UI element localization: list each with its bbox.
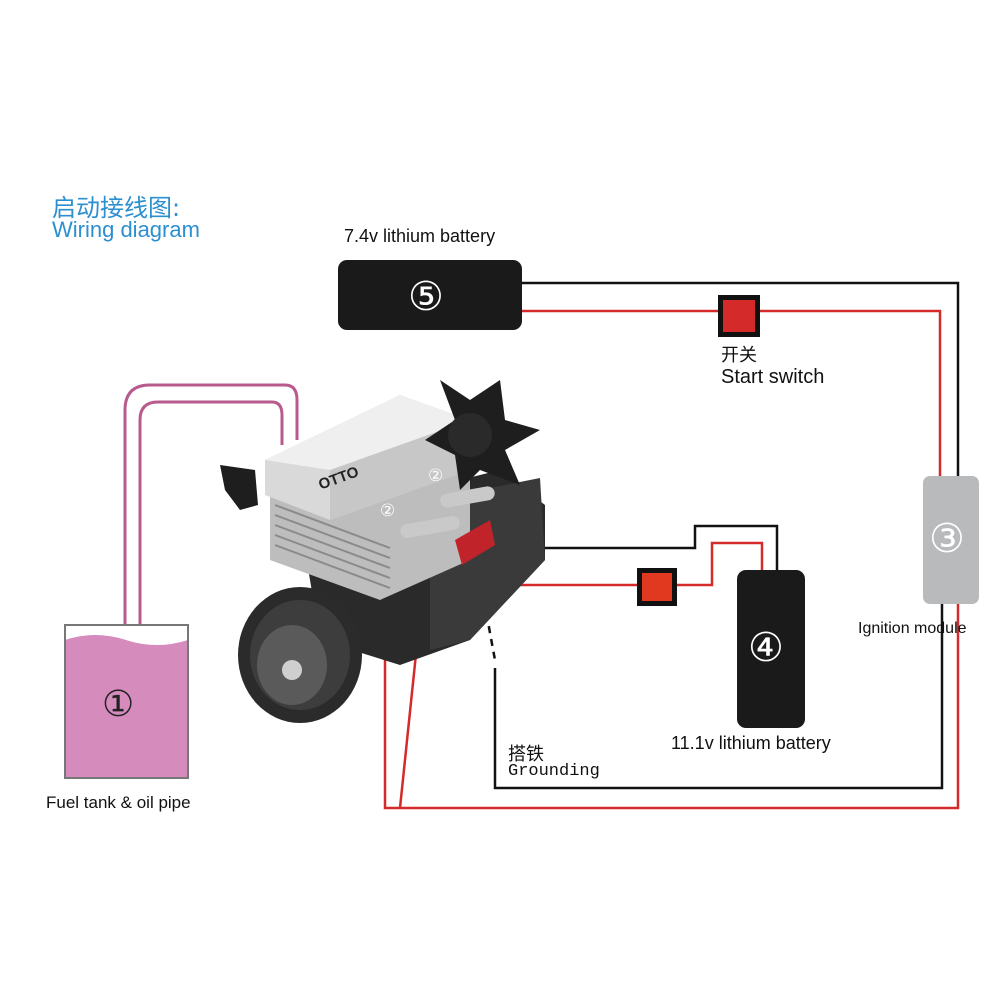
grounding-label-en: Grounding xyxy=(508,762,600,781)
fuel-pipe-outer xyxy=(123,383,299,630)
engine xyxy=(220,380,545,723)
fuel-tank-label: Fuel tank & oil pipe xyxy=(46,793,191,812)
engine-port-b-number: ② xyxy=(428,466,444,486)
start-switch-label-en: Start switch xyxy=(721,366,825,388)
fuel-tank-number: ① xyxy=(102,684,135,725)
wire-black-7v xyxy=(520,281,960,478)
wire-black-11v xyxy=(530,524,779,572)
battery-7v-number: ⑤ xyxy=(408,274,444,320)
battery-7v-label: 7.4v lithium battery xyxy=(344,226,496,246)
wire-red-bottom xyxy=(383,525,960,810)
wire-grounding xyxy=(493,604,944,790)
battery-11v xyxy=(737,570,805,728)
ignition-module-label: Ignition module xyxy=(858,620,967,637)
title-chinese: 启动接线图: xyxy=(52,194,181,222)
battery-7v xyxy=(338,260,522,330)
wire-red-11v xyxy=(500,541,764,587)
battery-11v-label: 11.1v lithium battery xyxy=(671,733,831,753)
grounding-label-cn: 搭铁 xyxy=(508,744,544,765)
battery-11v-number: ④ xyxy=(748,625,784,671)
start-switch-label-cn: 开关 xyxy=(721,345,757,366)
wire-red-7v xyxy=(520,309,942,478)
ignition-module-number: ③ xyxy=(929,516,965,562)
fuel-pipe-inner xyxy=(138,400,284,630)
fuel-tank xyxy=(64,624,189,779)
title-english: Wiring diagram xyxy=(52,217,200,242)
ignition-module-body xyxy=(923,476,979,604)
engine-port-a-number: ② xyxy=(380,501,396,521)
